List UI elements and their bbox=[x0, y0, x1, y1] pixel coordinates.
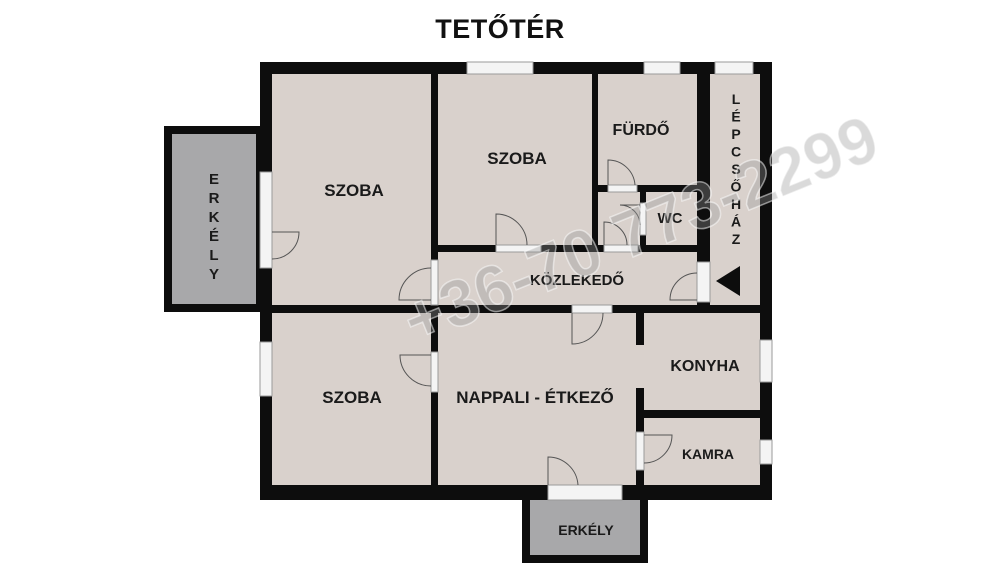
vertical-letter: Y bbox=[209, 266, 219, 283]
room-label-szoba-1: SZOBA bbox=[324, 181, 384, 200]
stairs-arrow-icon bbox=[716, 266, 740, 296]
balcony-bottom bbox=[522, 495, 648, 563]
vertical-letter: Z bbox=[732, 231, 741, 247]
vertical-letter: P bbox=[731, 126, 740, 142]
floors bbox=[272, 74, 760, 485]
room-label-konyha: KONYHA bbox=[670, 358, 740, 375]
room-label-erkely-side: ERKÉLY bbox=[209, 171, 220, 283]
room-label-szoba-2: SZOBA bbox=[487, 149, 547, 168]
vertical-letter: L bbox=[732, 91, 741, 107]
door-swings bbox=[271, 159, 698, 486]
room-label-kozlekedo: KÖZLEKEDŐ bbox=[530, 271, 625, 289]
room-label-wc: WC bbox=[658, 210, 683, 227]
vertical-letter: L bbox=[209, 247, 218, 264]
room-label-erkely-bottom: ERKÉLY bbox=[558, 522, 614, 538]
vertical-letter: R bbox=[209, 190, 220, 207]
room-label-furdo: FÜRDŐ bbox=[613, 120, 670, 139]
room-label-szoba-3: SZOBA bbox=[322, 388, 382, 407]
balcony-left bbox=[164, 126, 264, 312]
plan-title: TETŐTÉR bbox=[435, 14, 565, 44]
vertical-letter: Ő bbox=[731, 178, 742, 195]
room-label-nappali: NAPPALI - ÉTKEZŐ bbox=[456, 388, 613, 407]
vertical-letter: E bbox=[209, 171, 219, 188]
vertical-letter: K bbox=[209, 209, 220, 226]
windows bbox=[259, 61, 773, 501]
vertical-letter: Á bbox=[731, 214, 741, 230]
vertical-letter: S bbox=[731, 161, 740, 177]
room-label-kamra: KAMRA bbox=[682, 446, 734, 462]
vertical-letter: H bbox=[731, 196, 741, 212]
vertical-letter: É bbox=[209, 228, 219, 245]
vertical-letter: É bbox=[731, 109, 740, 125]
vertical-letter: C bbox=[731, 144, 741, 160]
